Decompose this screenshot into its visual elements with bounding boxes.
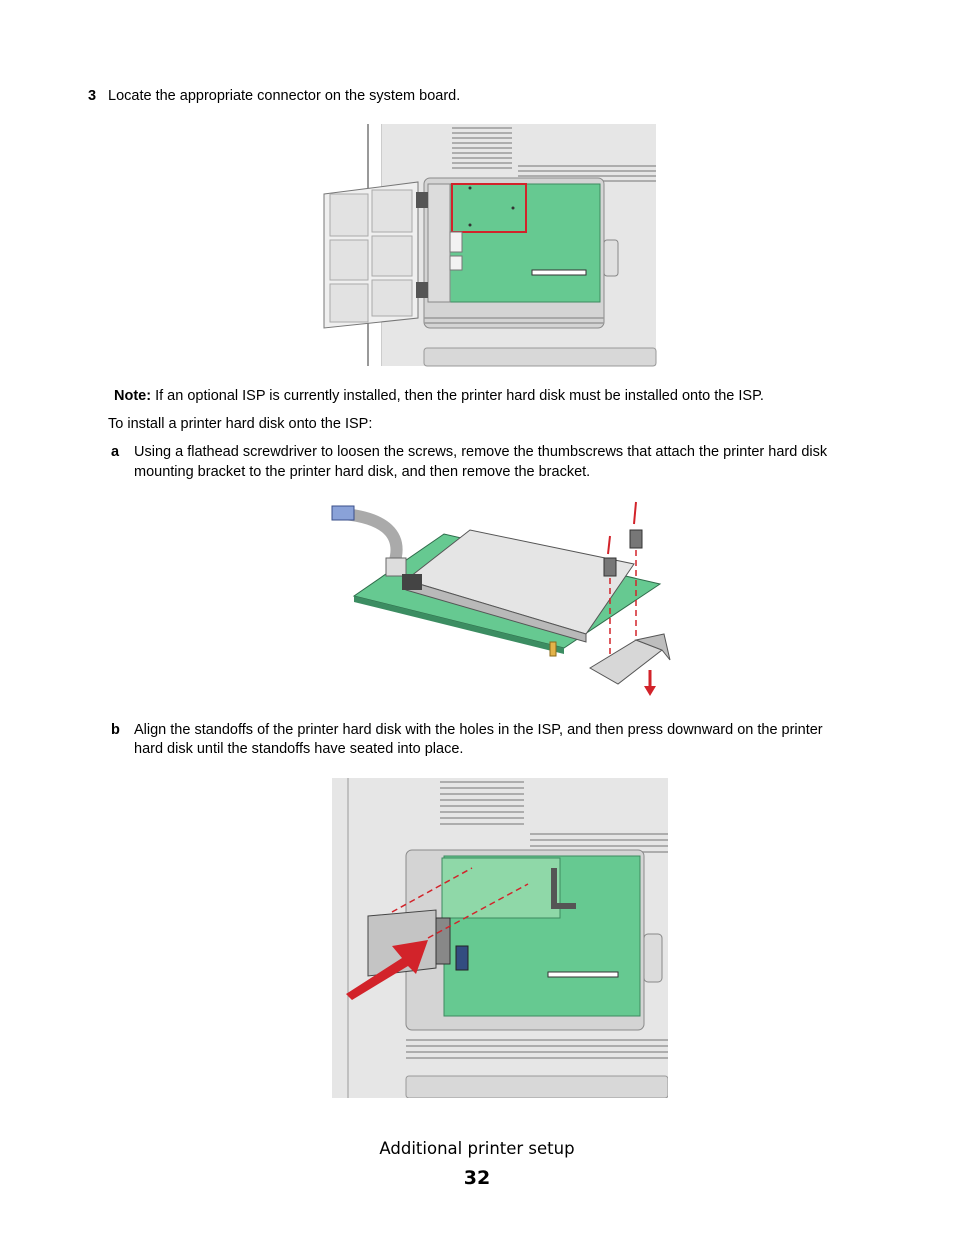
step-b-line-2: hard disk until the standoffs have seate… (134, 741, 464, 757)
step-a-line-1: Using a flathead screwdriver to loosen t… (134, 444, 828, 460)
note: Note: If an optional ISP is currently in… (114, 386, 764, 406)
step-a-line-2: mounting bracket to the printer hard dis… (134, 464, 591, 480)
step-number: 3 (88, 88, 97, 104)
install-hard-disk-illustration (332, 778, 668, 1098)
note-label: Note: (114, 388, 152, 404)
step-letter-b: b (111, 722, 120, 738)
step-b-line-1: Align the standoffs of the printer hard … (134, 722, 823, 738)
note-text: If an optional ISP is currently installe… (151, 388, 764, 404)
step-3-text: Locate the appropriate connector on the … (108, 88, 461, 104)
section-title: Additional printer setup (379, 1139, 575, 1158)
page-number: 32 (463, 1167, 491, 1189)
step-letter-a: a (111, 444, 120, 460)
intro-text: To install a printer hard disk onto the … (108, 416, 373, 432)
hard-disk-bracket-illustration (324, 494, 674, 696)
system-board-illustration (320, 122, 660, 368)
